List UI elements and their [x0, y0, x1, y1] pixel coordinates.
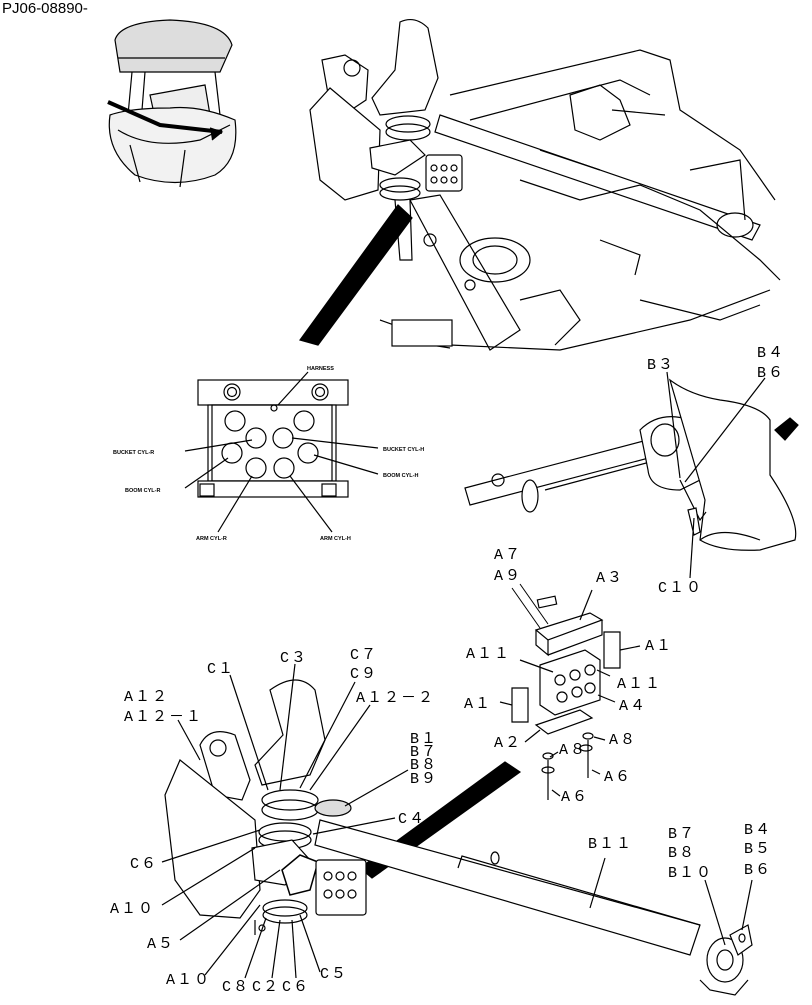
- callout-b3: B３: [647, 357, 675, 374]
- callout-c4: C４: [398, 811, 426, 828]
- callout-a11: A１１: [466, 646, 511, 663]
- callout-a1: A１: [645, 638, 673, 655]
- callout-b6: B６: [757, 365, 785, 382]
- callout-a9: A９: [494, 568, 522, 585]
- callout-a10: A１０: [110, 901, 155, 918]
- callout-b7: B７: [410, 744, 438, 761]
- callout-c9: C９: [350, 666, 378, 683]
- callout-labels: B３ B４ B６ C１０ A７ A９ A３ A１１ A１ A１１ A１ A４ A…: [110, 345, 785, 996]
- callout-a6-right: A６: [604, 769, 632, 786]
- callout-a4: A４: [619, 698, 647, 715]
- swing-bracket-view: [161, 663, 753, 996]
- callout-c6-bottom: C６: [282, 979, 310, 996]
- callout-b4-right: B４: [744, 822, 772, 839]
- callout-c5: C５: [320, 966, 348, 983]
- document-id: PJ06-08890-: [2, 0, 88, 17]
- callout-a12-2: A１２－２: [356, 690, 435, 707]
- callout-a6-left: A６: [561, 789, 589, 806]
- callout-b7-right: B７: [668, 826, 696, 843]
- callout-c2: C２: [252, 979, 280, 996]
- callout-a12: A１２: [124, 689, 169, 706]
- callout-c7: C７: [350, 647, 378, 664]
- hose-port-detail: [184, 371, 379, 533]
- callout-a11-right: A１１: [617, 676, 662, 693]
- callout-b10: B１０: [668, 865, 713, 882]
- label-boom-cyl-h: BOOM CYL-H: [383, 473, 418, 479]
- label-harness: HARNESS: [307, 366, 334, 372]
- callout-b6-right: B６: [744, 862, 772, 879]
- callout-a8-right: A８: [609, 732, 637, 749]
- label-boom-cyl-r: BOOM CYL-R: [125, 488, 160, 494]
- callout-c8: C８: [222, 979, 250, 996]
- callout-a5: A５: [147, 936, 175, 953]
- callout-c10: C１０: [658, 580, 703, 597]
- label-bucket-cyl-r: BUCKET CYL-R: [113, 450, 154, 456]
- callout-a1-left: A１: [464, 696, 492, 713]
- detail-pointer-top: [299, 204, 413, 346]
- label-arm-cyl-h: ARM CYL-H: [320, 536, 351, 542]
- callout-c3: C３: [280, 650, 308, 667]
- callout-c6: C６: [130, 856, 158, 873]
- callout-b8-right: B８: [668, 845, 696, 862]
- machine-overview-thumbnail: [107, 19, 237, 188]
- label-arm-cyl-r: ARM CYL-R: [196, 536, 227, 542]
- callout-a2: A２: [494, 735, 522, 752]
- callout-b1: B１: [410, 731, 438, 748]
- callout-c1: C１: [207, 661, 235, 678]
- callout-b8: B８: [410, 757, 438, 774]
- callout-a3: A３: [596, 570, 624, 587]
- cylinder-rod-end-view: [464, 371, 799, 579]
- callout-a8-left: A８: [559, 742, 587, 759]
- callout-a10-bottom: A１０: [166, 972, 211, 989]
- callout-b11: B１１: [588, 836, 633, 853]
- callout-b9: B９: [410, 771, 438, 788]
- frame-assembly-view: [309, 18, 781, 351]
- hose-block-exploded: [499, 583, 641, 800]
- label-bucket-cyl-h: BUCKET CYL-H: [383, 447, 424, 453]
- callout-a7: A７: [494, 547, 522, 564]
- callout-b5: B５: [744, 841, 772, 858]
- callout-b4: B４: [757, 345, 785, 362]
- callout-a12-1: A１２－１: [124, 709, 203, 726]
